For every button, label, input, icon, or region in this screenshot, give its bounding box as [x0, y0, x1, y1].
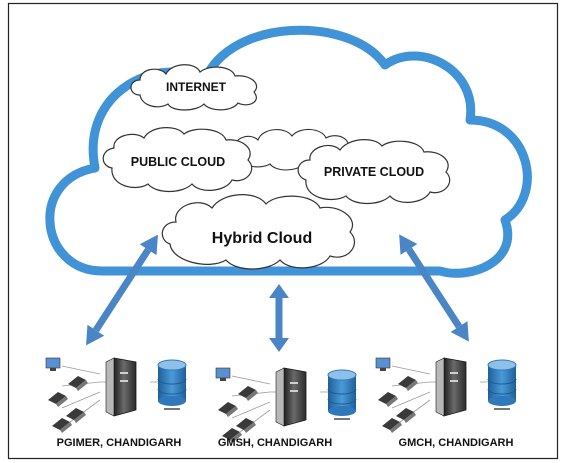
site-label-gmch: GMCH, CHANDIGARH: [399, 437, 514, 449]
network-cluster-gmch: [375, 357, 517, 433]
laptop-icon: [52, 418, 72, 433]
connection-line: [231, 375, 271, 385]
hybrid-cloud-label: Hybrid Cloud: [212, 230, 312, 247]
workstation-icon: [215, 367, 231, 381]
laptop-icon: [236, 418, 256, 433]
laptop-icon: [378, 392, 398, 407]
database-icon: [487, 359, 517, 410]
workstation-icon: [375, 357, 391, 371]
site-label-gmsh: GMSH, CHANDIGARH: [218, 437, 332, 449]
workstation-icon: [45, 357, 61, 371]
connection-line: [231, 401, 271, 419]
database-icon: [157, 359, 187, 410]
public-cloud-icon: [102, 127, 253, 193]
network-cluster-gmsh: [215, 367, 357, 443]
private-cloud-icon: [297, 139, 451, 205]
server-icon: [275, 367, 307, 427]
hybrid-cloud-icon: [161, 194, 356, 270]
bidirectional-arrow-icon: [399, 234, 469, 342]
server-icon: [105, 357, 137, 417]
site-label-pgimer: PGIMER, CHANDIGARH: [57, 437, 182, 449]
internet-label: INTERNET: [166, 80, 227, 94]
connection-line: [61, 365, 101, 375]
big-cloud-icon: [45, 25, 532, 278]
bidirectional-arrow-icon: [269, 284, 289, 352]
laptop-icon: [382, 418, 402, 433]
laptop-icon: [66, 408, 86, 423]
server-icon: [435, 357, 467, 417]
connection-line: [61, 391, 101, 409]
private-cloud-label: PRIVATE CLOUD: [324, 165, 424, 179]
laptop-icon: [48, 392, 68, 407]
network-cluster-pgimer: [45, 357, 187, 433]
public-cloud-label: PUBLIC CLOUD: [131, 155, 225, 169]
laptop-icon: [68, 376, 88, 391]
sites-group: [45, 357, 517, 443]
laptop-icon: [398, 376, 418, 391]
laptop-icon: [218, 402, 238, 417]
laptop-icon: [396, 408, 416, 423]
bidirectional-arrow-icon: [86, 234, 158, 346]
connection-line: [391, 365, 431, 375]
internet-cloud-icon: [130, 64, 258, 111]
database-icon: [327, 369, 357, 420]
laptop-icon: [222, 428, 242, 443]
laptop-icon: [238, 386, 258, 401]
connection-line: [391, 391, 431, 409]
